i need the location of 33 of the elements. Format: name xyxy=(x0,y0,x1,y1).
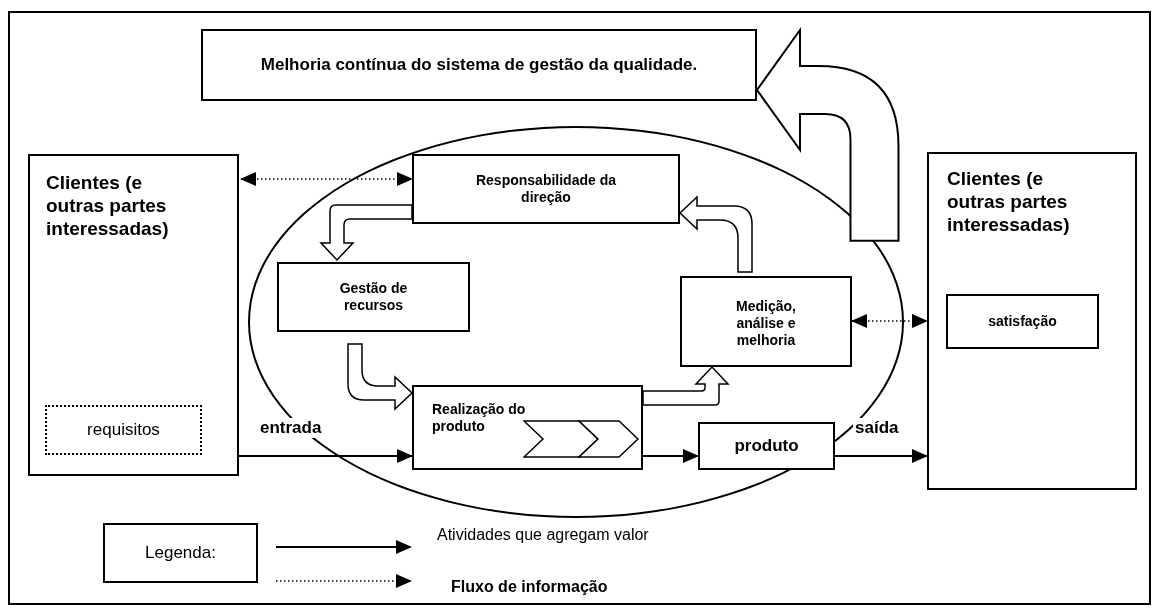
node-label: requisitos xyxy=(87,419,160,441)
arrow xyxy=(238,449,413,463)
node-label: Medição, análise e melhoria xyxy=(735,298,797,349)
node-label: produto xyxy=(734,435,799,457)
dotted-arrow xyxy=(851,314,928,328)
process-box xyxy=(946,294,1099,349)
block-arrow xyxy=(679,196,753,273)
process-box xyxy=(277,262,470,332)
legend-label: Fluxo de informação xyxy=(451,578,608,596)
node-label: satisfação xyxy=(988,313,1057,330)
block-arrow xyxy=(347,343,413,410)
node-label: Legenda: xyxy=(145,542,216,564)
node-label: Melhoria contínua do sistema de gestão da qualidade. xyxy=(260,54,698,76)
dotted-box xyxy=(45,405,202,455)
arrow xyxy=(642,449,699,463)
block-arrow xyxy=(320,204,413,261)
dotted-arrow xyxy=(240,172,413,186)
block-arrow xyxy=(756,29,900,242)
block-arrow xyxy=(642,366,729,406)
process-box xyxy=(412,385,643,470)
legend-label: Atividades que agregam valor xyxy=(437,526,649,544)
process-box xyxy=(201,29,757,101)
node-label: Clientes (e outras partes interessadas) xyxy=(947,168,1071,237)
node-label: Realização do produto xyxy=(432,401,527,435)
process-box xyxy=(680,276,852,367)
node-label: Clientes (e outras partes interessadas) xyxy=(46,172,170,241)
edge-label: entrada xyxy=(258,418,324,438)
process-box xyxy=(103,523,258,583)
node-label: Gestão de recursos xyxy=(338,280,409,314)
process-box xyxy=(927,152,1137,490)
node-label: Responsabilidade da direção xyxy=(474,172,617,206)
process-box xyxy=(28,154,239,476)
arrow xyxy=(834,449,928,463)
